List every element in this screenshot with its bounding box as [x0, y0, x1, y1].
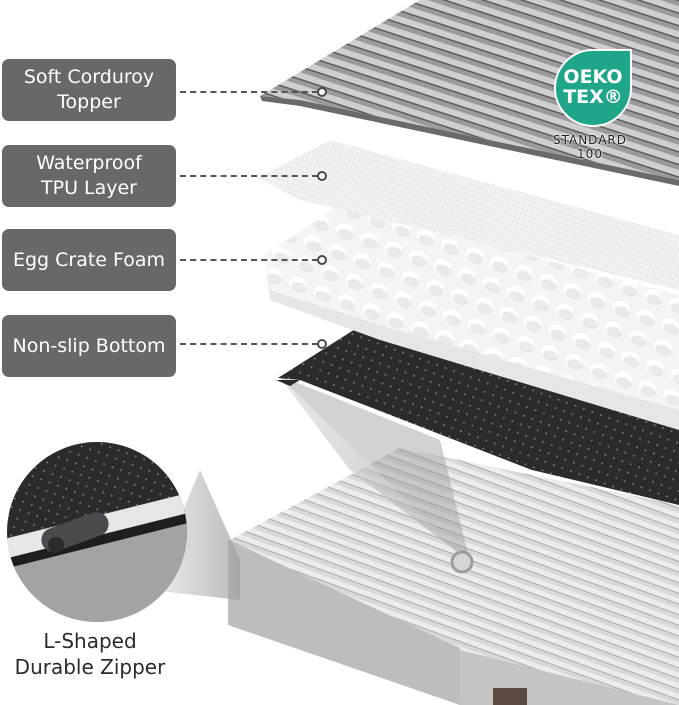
label-soft-corduroy-topper: Soft Corduroy Topper	[2, 59, 176, 121]
oeko-line1: OEKO	[563, 66, 623, 88]
oeko-tex-badge-icon	[554, 49, 632, 127]
leader-line-tpu	[180, 175, 318, 177]
label-egg-crate-foam: Egg Crate Foam	[2, 229, 176, 291]
zipper-caption-line2: Durable Zipper	[14, 655, 166, 679]
label-line: Soft Corduroy	[23, 66, 155, 88]
label-waterproof-tpu-layer: Waterproof TPU Layer	[2, 145, 176, 207]
zipper-caption: L-Shaped Durable Zipper	[0, 628, 180, 680]
zipper-caption-line1: L-Shaped	[43, 629, 137, 653]
leader-line-foam	[180, 259, 318, 261]
label-non-slip-bottom: Non-slip Bottom	[2, 315, 176, 377]
callout-dot-bottom	[317, 339, 327, 349]
label-line: Egg Crate Foam	[12, 248, 166, 271]
oeko-tex-text: OEKO TEX®	[553, 67, 633, 107]
label-line: Non-slip Bottom	[12, 334, 166, 357]
leader-line-topper	[180, 91, 318, 93]
callout-dot-tpu	[317, 171, 327, 181]
standard-line2: 100	[577, 147, 603, 161]
standard-line1: STANDARD	[552, 133, 628, 147]
oeko-standard-label: STANDARD 100	[542, 133, 638, 161]
label-line: Topper	[57, 91, 121, 113]
leader-line-bottom	[180, 343, 318, 345]
label-line: TPU Layer	[41, 177, 137, 199]
oeko-line2: TEX®	[563, 86, 623, 108]
callout-dot-foam	[317, 255, 327, 265]
label-line: Waterproof	[36, 152, 142, 174]
callout-dot-topper	[317, 87, 327, 97]
